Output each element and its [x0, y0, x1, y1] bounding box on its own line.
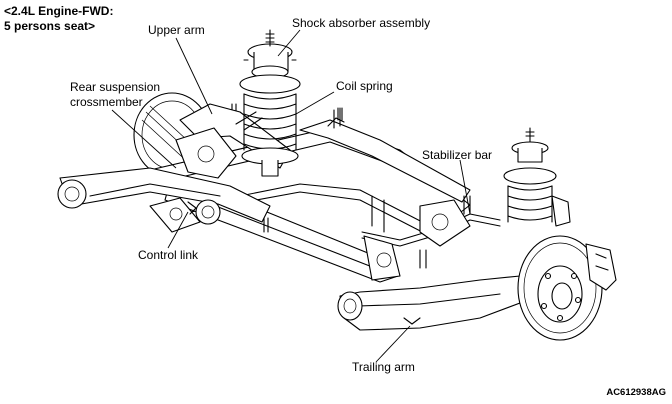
leader-control-link [167, 211, 189, 249]
leader-lines [111, 29, 471, 363]
figure-code: AC612938AG [606, 387, 666, 398]
label-shock-absorber-assembly: Shock absorber assembly [292, 16, 431, 30]
label-upper-arm: Upper arm [148, 23, 205, 37]
header-line-1: <2.4L Engine-FWD: [4, 4, 114, 18]
figure-header: <2.4L Engine-FWD: 5 persons seat> [4, 4, 113, 34]
leader-shock-absorber [277, 29, 301, 57]
leader-crossmember [111, 109, 177, 169]
label-rear-suspension-crossmember-2: crossmember [70, 95, 143, 109]
trailing-arm [337, 275, 529, 331]
label-control-link: Control link [138, 248, 199, 262]
mounting-bolts [263, 107, 427, 269]
leader-coil-spring [295, 91, 335, 115]
leader-trailing-arm [375, 325, 411, 363]
header-line-2: 5 persons seat> [4, 19, 96, 33]
right-shock-absorber [503, 127, 571, 227]
label-rear-suspension-crossmember-1: Rear suspension [70, 80, 161, 94]
right-brake-disc [517, 235, 617, 341]
label-coil-spring: Coil spring [336, 79, 393, 93]
leader-stabilizer-bar [459, 159, 471, 215]
stabilizer-bar [361, 195, 501, 281]
leader-upper-arm [175, 37, 213, 115]
label-trailing-arm: Trailing arm [352, 360, 415, 374]
control-link [149, 197, 201, 233]
left-shock-absorber [239, 29, 301, 177]
label-stabilizer-bar: Stabilizer bar [422, 148, 493, 162]
left-lower-arm [57, 167, 271, 225]
